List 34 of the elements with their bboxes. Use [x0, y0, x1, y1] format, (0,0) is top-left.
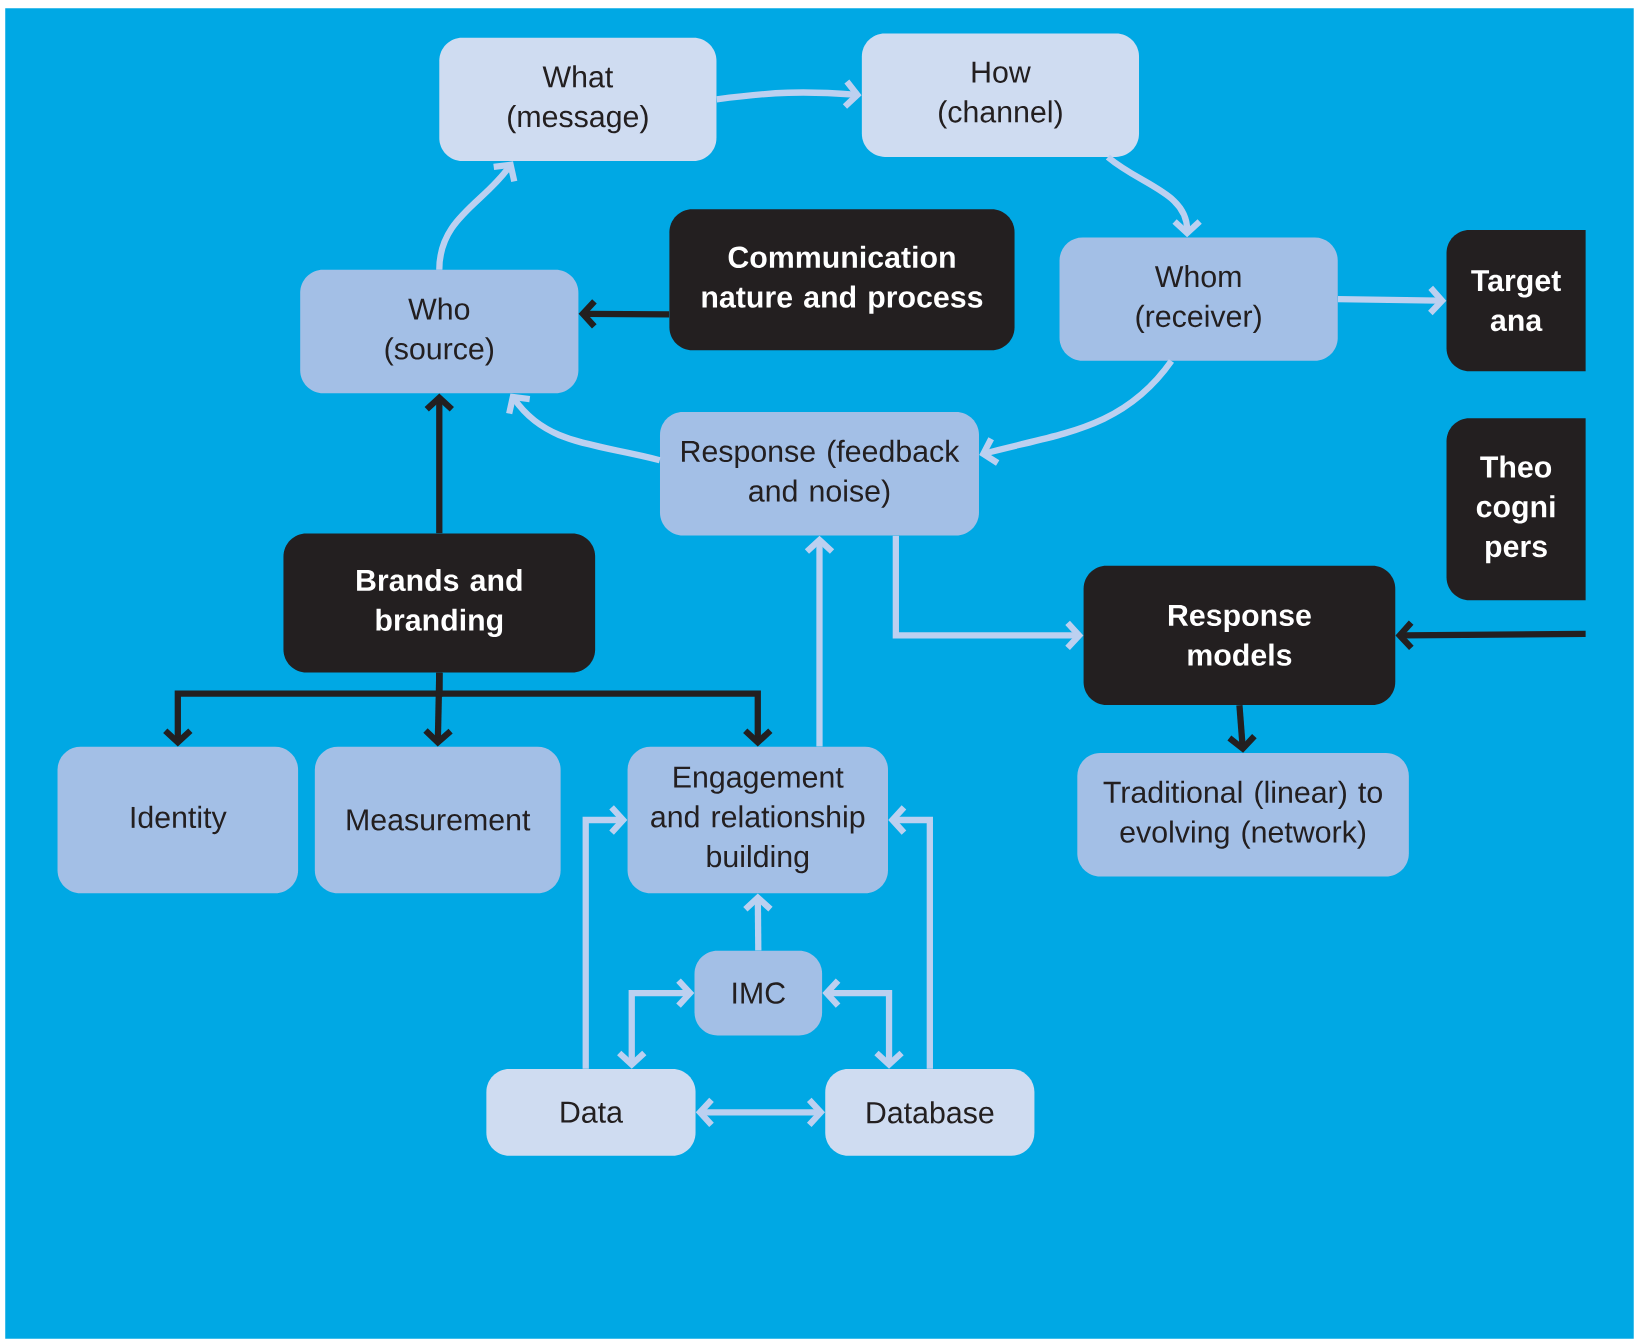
arrow: [436, 161, 518, 270]
arrow: [436, 672, 773, 747]
arrow: [822, 978, 904, 1069]
topic-box: What (message): [439, 37, 717, 162]
arrow: [424, 393, 454, 534]
arrow: [1337, 285, 1447, 316]
topic-box: Data: [486, 1068, 696, 1156]
arrow: [582, 805, 628, 1069]
topic-box: Database: [825, 1068, 1035, 1156]
label-box: Response models: [1083, 565, 1396, 705]
label-box: Communication nature and process: [669, 209, 1015, 351]
topic-box: Whom (receiver): [1059, 237, 1338, 361]
arrow: [892, 535, 1084, 651]
topic-box: Who (source): [300, 269, 579, 394]
topic-box: How (channel): [861, 33, 1139, 157]
label-box: Brands and branding: [283, 533, 596, 673]
topic-box: IMC: [694, 950, 823, 1036]
arrow: [716, 79, 862, 109]
topic-box: Measurement: [314, 746, 561, 894]
arrow: [1105, 154, 1202, 238]
arrow: [617, 978, 695, 1069]
label-box: Target ana: [1446, 230, 1586, 372]
arrow: [578, 299, 670, 329]
arrow: [804, 535, 835, 747]
topic-box: Engagement and relationship building: [627, 746, 888, 894]
topic-box: Traditional (linear) to evolving (network): [1077, 753, 1409, 877]
topic-box: Response (feedback and noise): [660, 412, 979, 536]
arrow: [1395, 620, 1586, 650]
arrow: [695, 1097, 826, 1128]
arrow: [888, 805, 933, 1069]
arrow: [506, 393, 661, 464]
topic-box: Identity: [57, 746, 299, 894]
label-box: Theo cogni pers: [1446, 418, 1586, 601]
arrow: [979, 359, 1174, 466]
